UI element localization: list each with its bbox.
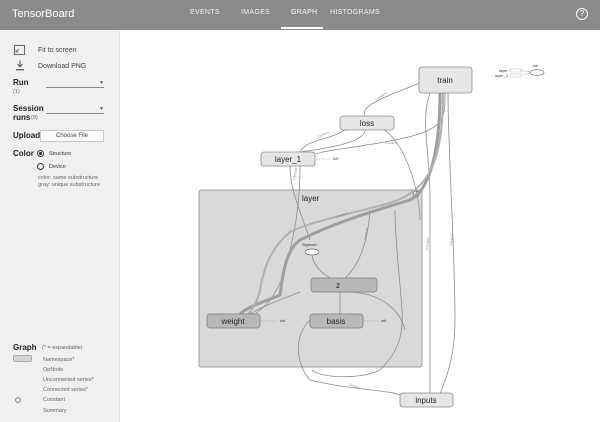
- session-runs-label-2: runs: [13, 113, 31, 122]
- tab-histograms[interactable]: HISTOGRAMS: [330, 9, 380, 16]
- node-sigmoid[interactable]: Sigmoid: [302, 242, 320, 256]
- layer-namespace-label: layer: [302, 194, 320, 203]
- aux-init-label: init: [533, 63, 539, 68]
- edge-label: 1 tensors: [374, 91, 387, 102]
- node-weight[interactable]: weight: [206, 313, 261, 329]
- constant-swatch-icon: [15, 397, 21, 403]
- color-device-radio[interactable]: [37, 163, 44, 170]
- init-auxiliary[interactable]: layer layer_1 init: [495, 63, 545, 78]
- help-icon[interactable]: ?: [576, 8, 588, 20]
- edge-label: 2 tensors: [449, 233, 454, 246]
- weight-init-label: init: [280, 318, 286, 323]
- session-runs-count: (0): [31, 115, 38, 121]
- node-inputs-label: inputs: [415, 396, 436, 405]
- top-app-bar: TensorBoard EVENTS IMAGES GRAPH HISTOGRA…: [0, 0, 600, 30]
- upload-label: Upload: [13, 131, 41, 140]
- session-runs-label: Session: [13, 104, 44, 113]
- node-loss-label: loss: [360, 119, 374, 128]
- app-title: TensorBoard: [12, 8, 75, 20]
- fit-to-screen-button[interactable]: Fit to screen: [38, 47, 77, 54]
- node-loss[interactable]: loss: [339, 115, 395, 131]
- node-inputs[interactable]: inputs: [399, 392, 454, 408]
- edge-label: 1 tensors: [292, 167, 298, 180]
- node-z-label: z: [336, 281, 340, 290]
- edge-label: 1 tensors: [385, 141, 398, 145]
- legend-summary: Summary: [43, 408, 67, 414]
- tab-graph[interactable]: GRAPH: [291, 9, 318, 16]
- run-label: Run: [13, 78, 29, 87]
- edge-label: 1 tensors: [348, 382, 361, 390]
- color-structure-label: Structure: [49, 151, 72, 157]
- node-z[interactable]: z: [310, 277, 378, 293]
- color-label: Color: [13, 149, 34, 158]
- choose-file-button[interactable]: Choose File: [40, 130, 104, 142]
- color-structure-radio[interactable]: [37, 150, 44, 157]
- node-train[interactable]: train: [418, 66, 473, 94]
- layer-1-init-label: init: [333, 156, 339, 161]
- node-sigmoid-label: Sigmoid: [302, 242, 316, 247]
- legend-connected-series: Connected series*: [43, 387, 88, 393]
- edge-label: 2 tensors: [317, 130, 330, 139]
- aux-layer-label: layer: [499, 68, 508, 73]
- tab-images[interactable]: IMAGES: [241, 9, 271, 16]
- node-basis-label: basis: [327, 317, 346, 326]
- legend-namespace: Namespace*: [43, 357, 75, 363]
- run-select[interactable]: ▼: [46, 79, 104, 88]
- graph-edges-medium: [247, 92, 444, 315]
- download-png-button[interactable]: Download PNG: [38, 63, 87, 70]
- download-icon[interactable]: [15, 60, 25, 71]
- graph-expandable-note: (* = expandable): [42, 345, 83, 351]
- color-note-same: color: same substructure: [38, 175, 99, 181]
- edge-label: 2 tensors: [363, 227, 369, 240]
- node-layer-1-label: layer_1: [275, 155, 302, 164]
- layer-namespace[interactable]: [198, 189, 423, 368]
- tab-events[interactable]: EVENTS: [190, 9, 220, 16]
- legend-opnode: OpNode: [43, 367, 64, 373]
- color-device-label: Device: [49, 164, 66, 170]
- graph-canvas[interactable]: layer 1 tensors: [121, 30, 600, 422]
- active-tab-indicator: [281, 27, 323, 29]
- node-basis[interactable]: basis: [309, 313, 364, 329]
- basis-init-label: init: [381, 318, 387, 323]
- aux-init-node[interactable]: [529, 69, 545, 76]
- legend-unconnected-series: Unconnected series*: [43, 377, 94, 383]
- color-note-unique: gray: unique substructure: [38, 182, 101, 188]
- aux-layer-1-label: layer_1: [495, 73, 509, 78]
- session-runs-select[interactable]: ▼: [46, 105, 104, 114]
- edge-label: 2 tensors: [335, 211, 348, 219]
- graph-legend-label: Graph: [13, 343, 37, 352]
- edge-label: 2 tensors: [425, 237, 430, 250]
- opnode-swatch: [14, 365, 32, 371]
- dropdown-arrow-icon: ▼: [99, 80, 104, 86]
- dropdown-arrow-icon: ▼: [99, 106, 104, 112]
- node-weight-label: weight: [220, 317, 245, 326]
- sidebar: Fit to screen Download PNG Run (1) ▼ Ses…: [0, 30, 120, 422]
- graph-svg[interactable]: layer 1 tensors: [121, 30, 600, 422]
- node-layer-1[interactable]: layer_1: [260, 151, 316, 167]
- namespace-swatch: [13, 355, 32, 362]
- fit-to-screen-icon[interactable]: [14, 45, 25, 55]
- run-count: (1): [13, 89, 20, 95]
- legend-constant: Constant: [43, 397, 66, 403]
- node-train-label: train: [437, 76, 453, 85]
